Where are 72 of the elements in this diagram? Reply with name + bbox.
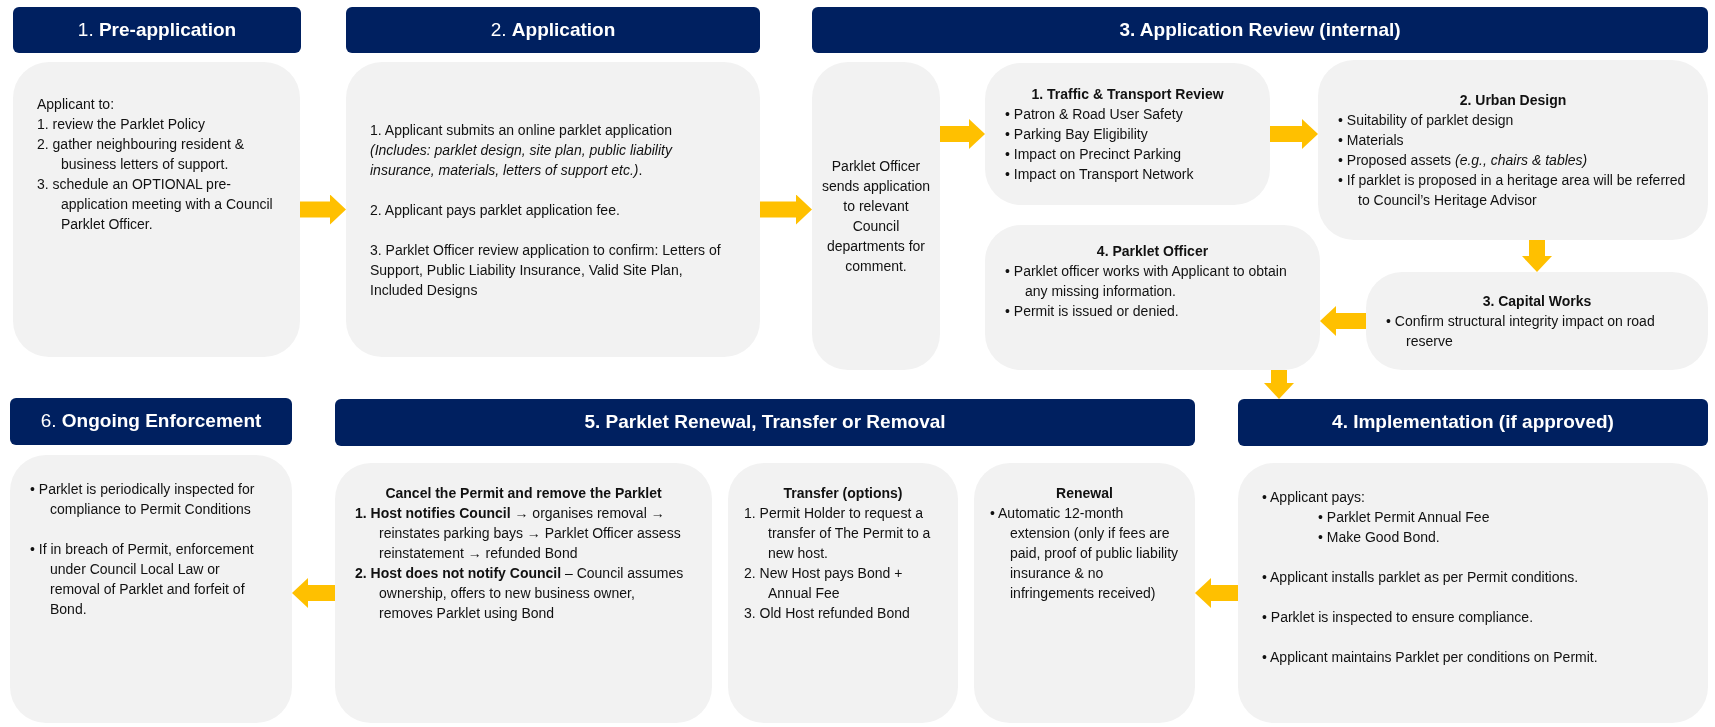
numbered-item: 3. Old Host refunded Bond xyxy=(744,604,911,623)
bullet-item: • Impact on Precinct Parking xyxy=(1005,145,1183,164)
bullet-item: • Applicant pays: xyxy=(1262,488,1366,507)
stage-header xyxy=(335,399,1195,446)
numbered-item: 2. Host does not notify Council – Council assumes ownership, offers to new business owner, removes Parklet using Bond xyxy=(355,564,685,623)
bullet-item: • If in breach of Permit, enforcement under Council Local Law or removal of Parklet and forfeit of Bond. xyxy=(30,540,255,619)
step-text: 2. Applicant pays parklet application fee. xyxy=(370,200,621,220)
bullet-item: • Parklet is periodically inspected for compliance to Permit Conditions xyxy=(30,480,256,519)
card-heading: Cancel the Permit and remove the Parklet xyxy=(384,484,663,503)
stage-header xyxy=(812,7,1708,53)
bullet-item: • Parking Bay Eligibility xyxy=(1005,125,1149,144)
stage-title: 2. Application xyxy=(490,17,616,42)
step-card xyxy=(985,225,1320,370)
bullet-item: • Proposed assets (e.g., chairs & tables) xyxy=(1338,151,1589,170)
card-heading: Renewal xyxy=(1055,484,1114,503)
arrow xyxy=(1195,578,1238,608)
bullet-item: • Materials xyxy=(1338,131,1405,150)
step-card xyxy=(1238,463,1708,723)
bullet-item: • If parklet is proposed in a heritage area will be referred to Council’s Heritage Advisor xyxy=(1338,171,1687,210)
card-heading: 4. Parklet Officer xyxy=(1095,242,1210,261)
step-text: 1. Applicant submits an online parklet application (Includes: parklet design, site plan, public liability insurance, materials, letters of support etc.). xyxy=(370,120,674,180)
stage-title: 6. Ongoing Enforcement xyxy=(40,409,262,434)
stage-header xyxy=(1238,399,1708,446)
bullet-item: • Permit is issued or denied. xyxy=(1005,302,1180,321)
numbered-item: 2. gather neighbouring resident & business letters of support. xyxy=(37,135,246,174)
stage-header xyxy=(346,7,760,53)
stage-header xyxy=(13,7,301,53)
bullet-item: • Impact on Transport Network xyxy=(1005,165,1195,184)
step-card xyxy=(13,62,300,357)
numbered-item: 1. Host notifies Council → organises removal → reinstates parking bays → Parklet Officer assess reinstatement → refunded Bond xyxy=(355,504,682,563)
bullet-item: • Make Good Bond. xyxy=(1318,528,1441,547)
arrow xyxy=(1522,240,1552,272)
step-card xyxy=(974,463,1195,723)
bullet-item: • Parklet Permit Annual Fee xyxy=(1318,508,1491,527)
arrow xyxy=(940,119,985,149)
step-card xyxy=(346,62,760,357)
arrow xyxy=(300,194,346,225)
bullet-item: • Parklet officer works with Applicant to obtain any missing information. xyxy=(1005,262,1288,301)
bullet-item: • Automatic 12-month extension (only if fees are paid, proof of public liability insurance & no infringements received) xyxy=(990,504,1179,603)
bullet-item: • Parklet is inspected to ensure compliance. xyxy=(1262,608,1535,627)
numbered-item: 3. schedule an OPTIONAL pre-application meeting with a Council Parklet Officer. xyxy=(37,175,274,234)
numbered-item: 2. New Host pays Bond + Annual Fee xyxy=(744,564,904,603)
step-text: Applicant to: xyxy=(37,95,116,114)
step-text: Parklet Officer sends application to relevant Council departments for comment. xyxy=(820,157,932,276)
stage-title: 3. Application Review (internal) xyxy=(1119,17,1401,42)
stage-title: 5. Parklet Renewal, Transfer or Removal xyxy=(584,410,946,435)
bullet-item: • Applicant installs parklet as per Permit conditions. xyxy=(1262,568,1580,587)
step-card xyxy=(1318,60,1708,240)
arrow xyxy=(760,194,812,225)
arrow xyxy=(292,578,335,608)
numbered-item: 1. review the Parklet Policy xyxy=(37,115,207,134)
bullet-item: • Patron & Road User Safety xyxy=(1005,105,1184,124)
bullet-item: • Confirm structural integrity impact on road reserve xyxy=(1386,312,1656,351)
stage-title: 1. Pre-application xyxy=(77,17,237,42)
step-card xyxy=(10,455,292,723)
step-card xyxy=(985,63,1270,205)
stage-header xyxy=(10,398,292,445)
stage-title: 4. Implementation (if approved) xyxy=(1332,410,1614,435)
bullet-item: • Applicant maintains Parklet per conditions on Permit. xyxy=(1262,648,1599,667)
arrow xyxy=(1270,119,1318,149)
card-heading: 3. Capital Works xyxy=(1481,292,1593,311)
step-card xyxy=(812,62,940,370)
step-text: 3. Parklet Officer review application to confirm: Letters of Support, Public Liability Insurance, Valid Site Plan, Included Designs xyxy=(370,240,722,300)
card-heading: 1. Traffic & Transport Review xyxy=(1030,85,1225,104)
arrow xyxy=(1264,370,1294,399)
card-heading: 2. Urban Design xyxy=(1458,91,1568,110)
step-card xyxy=(1366,272,1708,370)
bullet-item: • Suitability of parklet design xyxy=(1338,111,1515,130)
arrow xyxy=(1320,306,1366,336)
numbered-item: 1. Permit Holder to request a transfer of The Permit to a new host. xyxy=(744,504,932,563)
step-card xyxy=(335,463,712,723)
card-heading: Transfer (options) xyxy=(782,484,904,503)
